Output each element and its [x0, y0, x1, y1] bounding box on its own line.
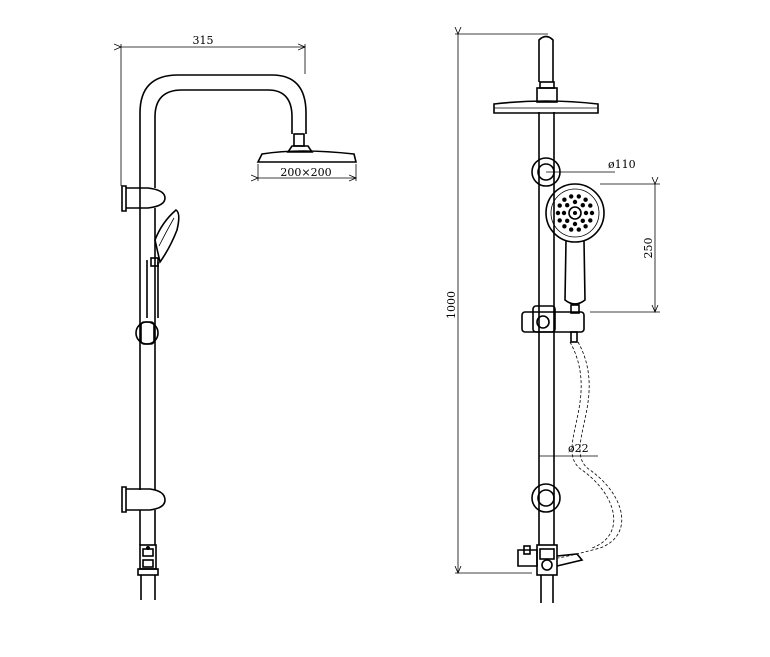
nozzle-dot [580, 218, 585, 223]
rain-shower-head: 200×200 [258, 133, 358, 181]
head-size-label: 200×200 [280, 166, 331, 179]
nozzle-dot [562, 197, 567, 202]
nozzle-dot [555, 210, 561, 216]
side-diverter [137, 544, 159, 600]
nozzle-dot [576, 227, 581, 232]
hand-shower-face [545, 183, 605, 314]
side-slide-holder [135, 321, 159, 345]
total-height-label: 1000 [445, 291, 458, 319]
nozzle-dot [588, 218, 593, 223]
hose-dashed [557, 341, 623, 559]
rail-diameter-dimension: ø22 [539, 442, 598, 457]
nozzle-dot [569, 227, 574, 232]
lower-wall-bracket [121, 486, 166, 513]
nozzle-dot [562, 224, 567, 229]
arm-width-dimension: 315 [121, 34, 305, 186]
nozzle-dot [583, 210, 589, 216]
front-view: 1000 ø110 [445, 34, 660, 603]
total-height-dimension: 1000 [445, 34, 548, 573]
riser-pipe [139, 74, 307, 545]
nozzle-dot [561, 210, 567, 216]
hand-shower-length-label: 250 [642, 238, 655, 259]
nozzle-dot [572, 199, 578, 205]
front-upper-holder: ø110 [531, 157, 636, 187]
nozzle-dot [557, 203, 562, 208]
front-slide-holder [521, 305, 585, 343]
hand-shower-diameter-label: ø110 [608, 158, 636, 171]
side-view: 315 200×200 [121, 34, 358, 600]
front-shower-head [493, 100, 599, 114]
nozzle-dot [576, 194, 581, 199]
nozzle-dot [565, 218, 570, 223]
hand-shower-length-dimension: 250 [590, 184, 660, 312]
front-lower-holder [531, 483, 561, 513]
nozzle-dot [569, 194, 574, 199]
nozzle-dot [589, 210, 595, 216]
arm-width-label: 315 [193, 34, 214, 47]
nozzle-dot [580, 203, 585, 208]
side-hand-shower [146, 209, 180, 318]
nozzle-dot [557, 218, 562, 223]
nozzle-dot [588, 203, 593, 208]
nozzle-dot [583, 197, 588, 202]
nozzle-dot [565, 203, 570, 208]
rail-diameter-label: ø22 [568, 442, 589, 455]
front-diverter [517, 544, 584, 603]
nozzle-dot [583, 224, 588, 229]
hand-shower-nozzles [555, 194, 595, 232]
nozzle-dot [572, 221, 578, 227]
upper-wall-bracket [121, 185, 166, 212]
